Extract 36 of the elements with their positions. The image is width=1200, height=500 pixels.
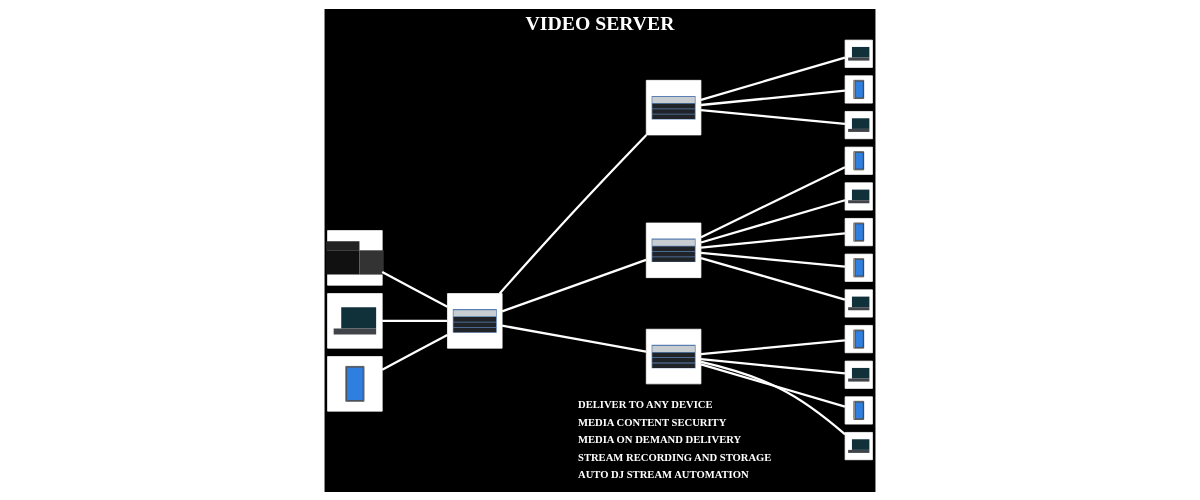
- label: DELIVER TO ANY DEVICE: [577, 398, 713, 410]
- connector: [501, 324, 647, 353]
- node-picture: [645, 222, 702, 278]
- node-picture: [844, 395, 873, 424]
- connector: [700, 256, 846, 301]
- connector: [700, 360, 846, 435]
- label: STREAM RECORDING AND STORAGE: [577, 451, 772, 463]
- node-picture: [844, 253, 873, 282]
- label: MEDIA CONTENT SECURITY: [577, 416, 727, 428]
- connector: [700, 165, 846, 238]
- node-picture: [327, 292, 383, 349]
- label: MEDIA ON DEMAND DELIVERY: [577, 433, 742, 445]
- node-picture: [844, 74, 873, 103]
- connector: [700, 338, 846, 355]
- diagram-title: VIDEO SERVER: [525, 11, 675, 34]
- node-picture: [645, 328, 702, 384]
- node-picture: [447, 292, 503, 349]
- connector: [700, 231, 846, 249]
- connector: [381, 270, 448, 308]
- connector: [382, 319, 448, 322]
- node-picture: [844, 324, 873, 353]
- node-picture: [327, 355, 383, 412]
- node-picture: [844, 146, 873, 175]
- connector: [700, 89, 846, 106]
- connector: [700, 251, 846, 268]
- connector: [700, 56, 846, 101]
- connector: [381, 333, 448, 371]
- connector: [700, 198, 846, 244]
- connector: [501, 258, 647, 312]
- connector: [700, 108, 846, 125]
- connector: [700, 357, 846, 375]
- connector: [700, 362, 846, 408]
- label: AUTO DJ STREAM AUTOMATION: [577, 468, 749, 480]
- node-picture: [645, 79, 702, 135]
- node-picture: [844, 217, 873, 246]
- connector: [498, 133, 648, 294]
